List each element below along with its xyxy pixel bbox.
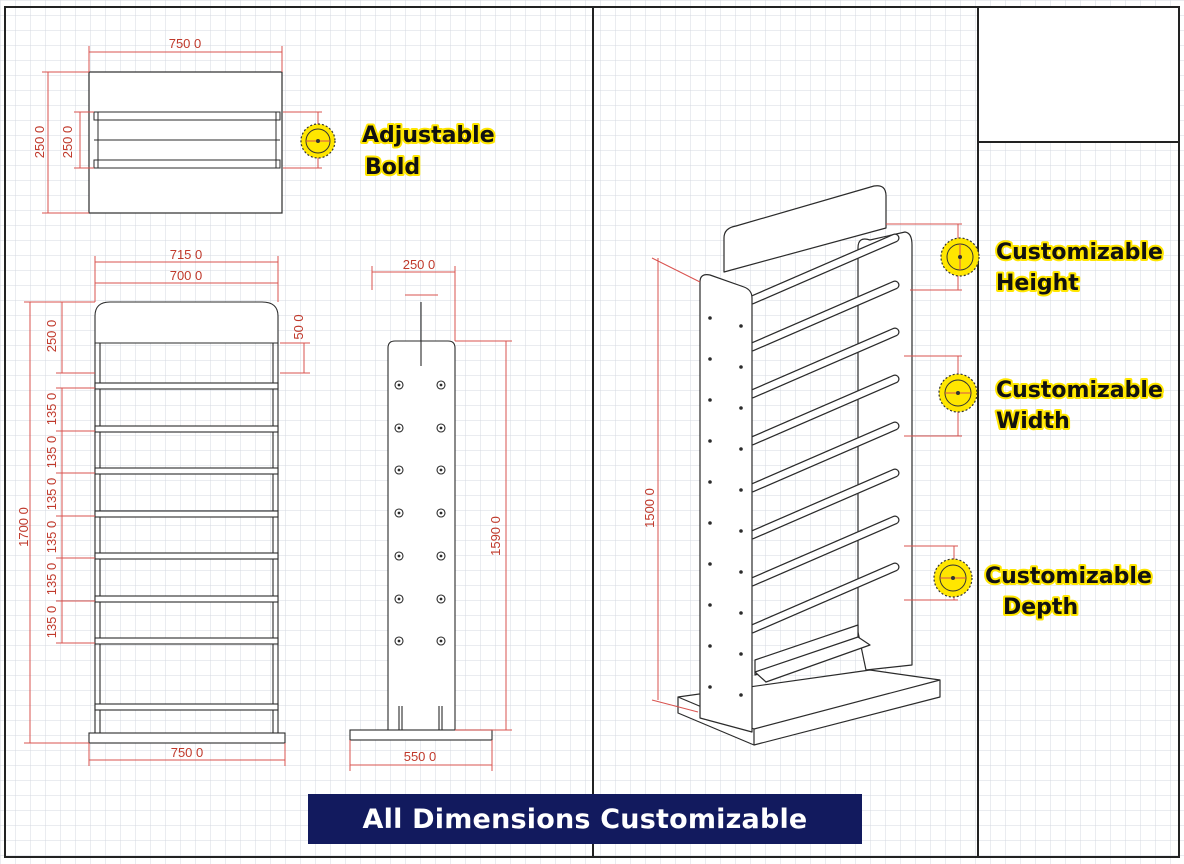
side-peg-hole-center [439, 511, 443, 515]
iso-hole [708, 439, 712, 443]
iso-front-upright [699, 274, 753, 733]
top-view-dimensions [42, 46, 322, 214]
iso-hole [708, 521, 712, 525]
callout-height-line1: Customizable [996, 240, 1163, 265]
isometric-view [677, 185, 941, 746]
gear-icon [300, 123, 336, 159]
front-width-inner-label: 700 0 [170, 268, 203, 283]
top-view-width-label: 750 0 [169, 36, 202, 51]
shelf-spacing-label-4: 135 0 [44, 521, 59, 554]
front-shelf-bar [94, 637, 279, 645]
callout-width-line1: Customizable [996, 378, 1163, 403]
callout-adjustable-line2: Bold [365, 155, 420, 180]
iso-rod-fill [748, 422, 899, 492]
iso-height-label: 1500 0 [642, 488, 657, 528]
iso-hole [739, 447, 743, 451]
callout-adjustable-line1: Adjustable [362, 123, 495, 148]
iso-hole [708, 357, 712, 361]
iso-hole [739, 529, 743, 533]
side-peg-hole-center [397, 511, 401, 515]
side-peg-hole-center [397, 383, 401, 387]
gear-icon [933, 558, 973, 598]
top-view-depth-inner-label: 250 0 [60, 126, 75, 159]
iso-hole [708, 480, 712, 484]
iso-hole [739, 611, 743, 615]
side-top-depth-label: 250 0 [403, 257, 436, 272]
side-view-dimensions [349, 266, 512, 771]
iso-rods [747, 233, 900, 634]
callout-depth-line2: Depth [1003, 595, 1078, 620]
side-peg-hole-center [397, 639, 401, 643]
customizable-banner: All Dimensions Customizable [308, 794, 862, 844]
top-view [88, 71, 283, 214]
side-peg-hole-center [397, 468, 401, 472]
front-view-dimensions [24, 256, 310, 766]
shelf-spacing-label-6: 135 0 [44, 606, 59, 639]
iso-header-panel [723, 185, 887, 273]
iso-hole [739, 488, 743, 492]
iso-rod-fill [748, 375, 899, 445]
front-shelves [94, 382, 279, 711]
shelf-spacing-label-1: 135 0 [44, 393, 59, 426]
side-peg-hole-center [439, 468, 443, 472]
front-header-height-label: 250 0 [44, 320, 59, 353]
side-peg-hole-center [439, 426, 443, 430]
iso-rod-fill [748, 563, 899, 633]
front-view [88, 301, 286, 744]
front-shelf-bar [94, 703, 279, 711]
side-view [349, 302, 493, 741]
callout-depth-line1: Customizable [985, 564, 1152, 589]
callout-height-line2: Height [996, 271, 1079, 296]
front-total-height-label: 1700 0 [16, 507, 31, 547]
title-block [977, 6, 1180, 143]
callout-width-line2: Width [996, 409, 1070, 434]
front-header-gap-label: 50 0 [291, 314, 306, 339]
iso-hole [739, 652, 743, 656]
side-peg-hole-center [439, 639, 443, 643]
front-shelf-bar [94, 552, 279, 560]
front-shelf-bar [94, 382, 279, 390]
side-peg-hole-center [397, 426, 401, 430]
front-shelf-bar [94, 595, 279, 603]
iso-hole [708, 562, 712, 566]
iso-hole [739, 570, 743, 574]
iso-hole [708, 603, 712, 607]
side-peg-hole-center [439, 383, 443, 387]
iso-rod-fill [748, 234, 899, 304]
iso-hole [708, 644, 712, 648]
front-base-width-label: 750 0 [171, 745, 204, 760]
front-shelf-bar [94, 425, 279, 433]
shelf-spacing-label-2: 135 0 [44, 436, 59, 469]
iso-rod-fill [748, 328, 899, 398]
iso-hole [708, 316, 712, 320]
iso-hole [739, 365, 743, 369]
front-shelf-bar [94, 510, 279, 518]
side-peg-hole-center [397, 554, 401, 558]
iso-hole [739, 693, 743, 697]
iso-rod-fill [748, 469, 899, 539]
iso-hole [708, 398, 712, 402]
side-holes [394, 380, 446, 646]
iso-rod-fill [748, 281, 899, 351]
gear-icon [938, 373, 978, 413]
front-width-outer-label: 715 0 [170, 247, 203, 262]
iso-hole [708, 685, 712, 689]
iso-holes [708, 316, 743, 697]
shelf-spacing-label-5: 135 0 [44, 563, 59, 596]
iso-hole [739, 324, 743, 328]
gear-icon [940, 237, 980, 277]
side-height-label: 1590 0 [488, 516, 503, 556]
side-peg-hole-center [397, 597, 401, 601]
side-base-depth-label: 550 0 [404, 749, 437, 764]
front-shelf-bar [94, 467, 279, 475]
side-peg-hole-center [439, 554, 443, 558]
top-view-depth-outer-label: 250 0 [32, 126, 47, 159]
side-peg-hole-center [439, 597, 443, 601]
shelf-spacing-label-3: 135 0 [44, 478, 59, 511]
iso-rod-fill [748, 516, 899, 586]
iso-hole [739, 406, 743, 410]
